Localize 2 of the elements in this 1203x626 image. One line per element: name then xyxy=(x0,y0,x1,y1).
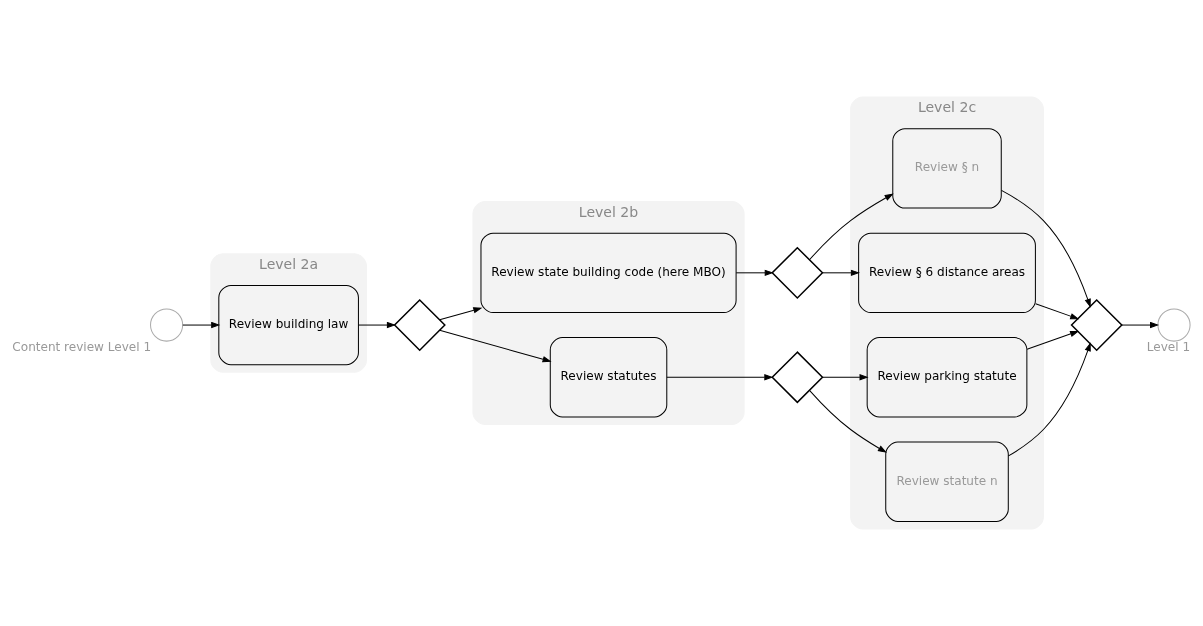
node-label: Level 1 xyxy=(1146,339,1191,354)
node-label: Content review Level 1 xyxy=(12,339,152,354)
